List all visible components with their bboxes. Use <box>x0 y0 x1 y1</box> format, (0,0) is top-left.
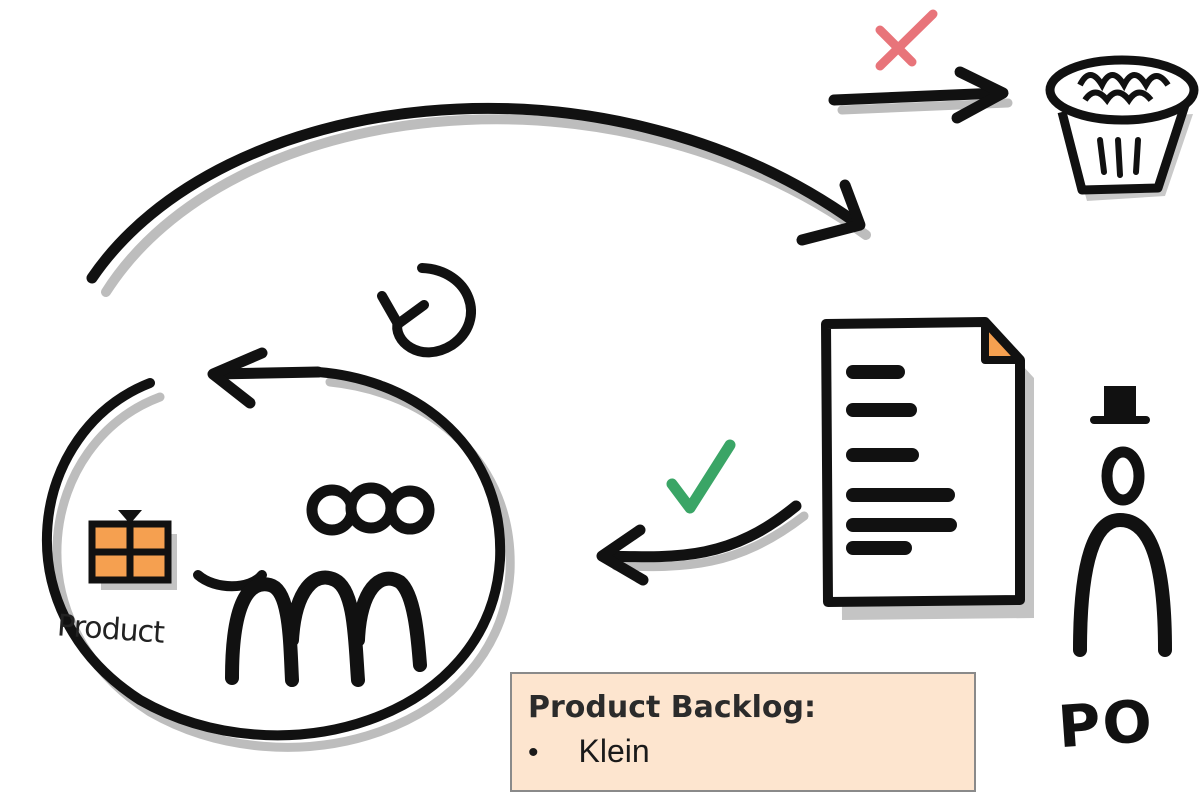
product-label: Product <box>56 608 165 650</box>
accept-check-icon <box>672 445 730 508</box>
team-icon <box>198 488 429 680</box>
reject-arrow <box>834 72 1008 118</box>
cycle-arrow-icon <box>382 268 471 352</box>
feedback-arc-arrow <box>92 108 866 292</box>
reject-cross-icon <box>880 14 933 66</box>
backlog-title: Product Backlog: <box>528 690 958 725</box>
product-owner-label: PO <box>1056 687 1156 762</box>
trash-bin-icon <box>1050 60 1194 201</box>
list-item: • Klein <box>528 733 958 770</box>
product-backlog-note: Product Backlog: • Klein <box>510 672 976 792</box>
document-icon <box>826 322 1034 620</box>
backlog-item-label: Klein <box>579 733 650 770</box>
scrum-diagram <box>0 0 1199 775</box>
accept-arrow <box>602 506 804 580</box>
product-owner-icon <box>1080 386 1165 650</box>
product-gift-icon <box>92 510 177 590</box>
bullet-icon: • <box>528 736 539 770</box>
backlog-list: • Klein <box>528 733 958 770</box>
